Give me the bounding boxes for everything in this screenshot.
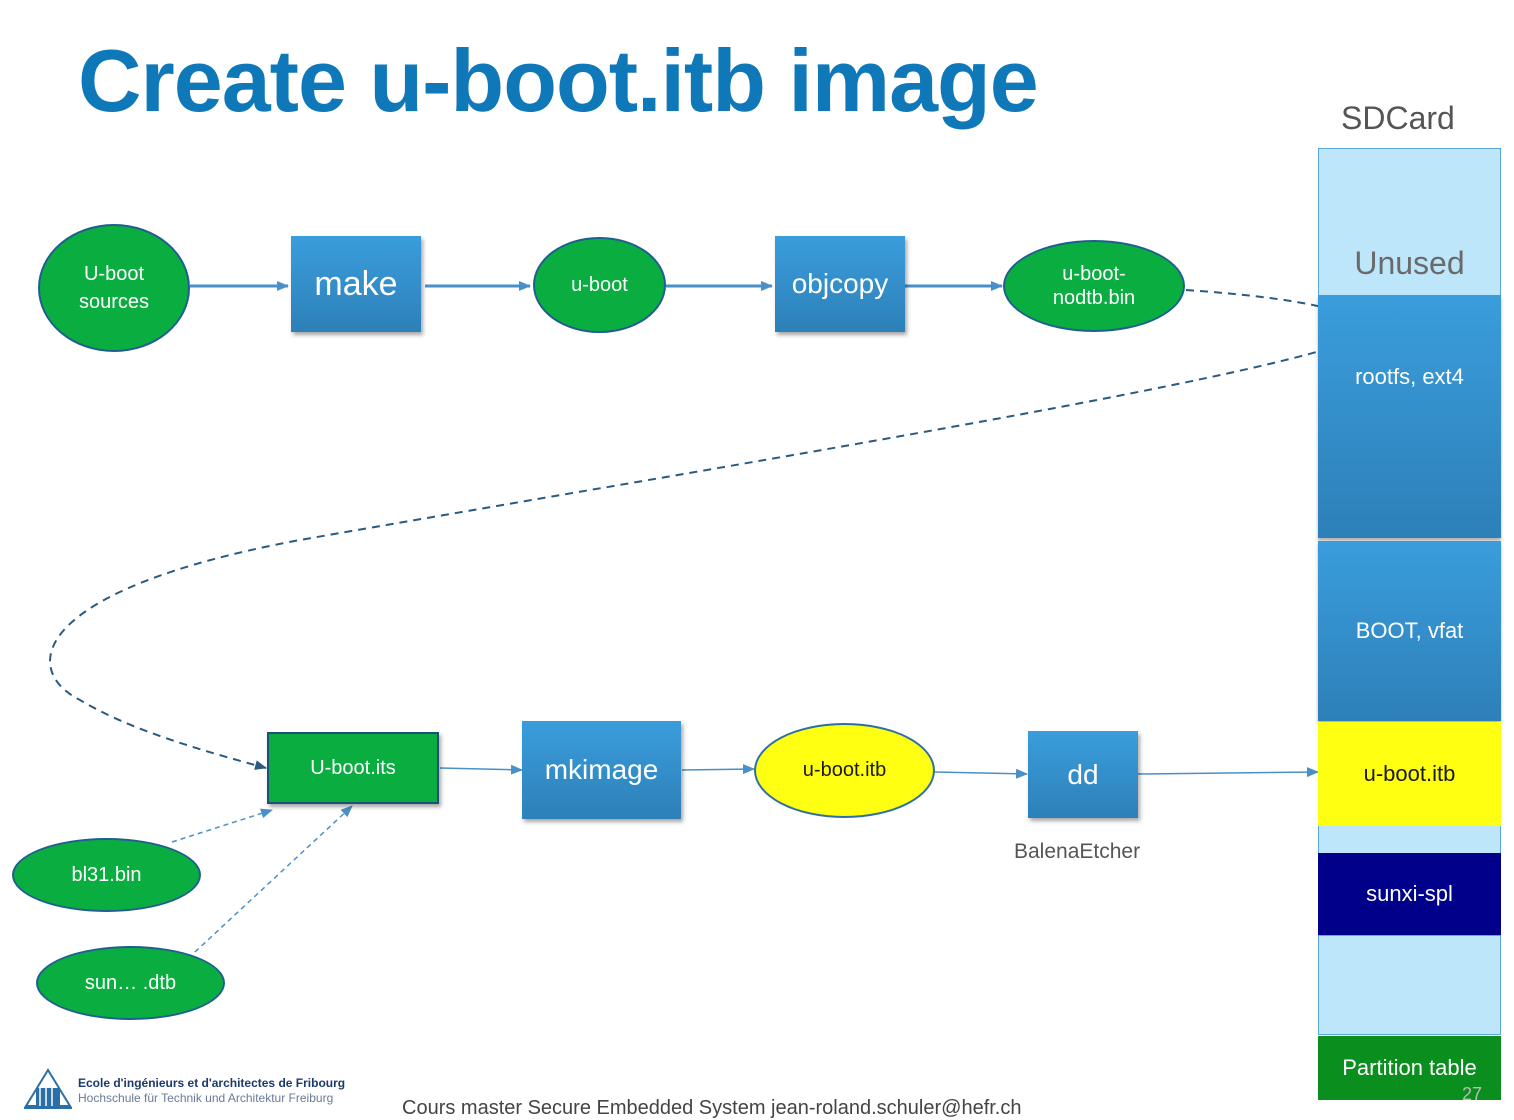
dashed-connector-nodtb-its (49, 289, 1363, 770)
uboot-label: u-boot (571, 274, 628, 296)
dtb-label: sun… .dtb (84, 972, 177, 994)
sd-itb-label: u-boot.itb (1363, 761, 1456, 786)
sdcard-label: SDCard (1341, 100, 1455, 136)
sd-itb-segment: u-boot.itb (1318, 722, 1501, 826)
sd-rootfs-segment: rootfs, ext4 (1318, 295, 1501, 538)
uboot-node: u-boot (533, 237, 666, 333)
sd-partition-label: Partition table (1342, 1055, 1477, 1080)
nodtb-node: u-boot- nodtb.bin (1003, 240, 1185, 332)
footer-course-text: Cours master Secure Embedded System jean… (402, 1097, 1022, 1119)
sd-gap-segment (1318, 826, 1501, 853)
uboot-its-label: U-boot.its (310, 756, 396, 779)
school-logo-icon (24, 1068, 72, 1109)
nodtb-line1: u-boot- (1062, 263, 1126, 285)
mkimage-label: mkimage (544, 754, 659, 785)
arrow-mkimage-itb (681, 764, 755, 775)
school-name-de: Hochschule für Technik und Architektur F… (78, 1091, 334, 1105)
dashed-arrow-bl31-its (171, 808, 273, 843)
dashed-arrow-dtb-its (194, 805, 353, 953)
dd-node: dd (1028, 731, 1138, 818)
bl31-label: bl31.bin (71, 864, 142, 886)
sd-partition-segment: Partition table (1318, 1036, 1501, 1100)
sdcard-column: Unused rootfs, ext4 BOOT, vfat u-boot.it… (1318, 148, 1501, 1100)
nodtb-line2: nodtb.bin (1052, 287, 1136, 309)
page-title: Create u-boot.itb image (78, 31, 1039, 130)
sd-unused-segment: Unused (1318, 148, 1501, 296)
objcopy-node: objcopy (775, 236, 905, 332)
sd-spl-segment: sunxi-spl (1318, 853, 1501, 935)
uboot-itb-label: u-boot.itb (802, 759, 887, 781)
sd-spl-label: sunxi-spl (1366, 881, 1453, 906)
dtb-node: sun… .dtb (36, 946, 225, 1020)
page-number: 27 (1462, 1084, 1483, 1104)
arrow-its-mkimage (439, 764, 523, 775)
uboot-its-node: U-boot.its (267, 732, 439, 804)
uboot-itb-node: u-boot.itb (754, 723, 935, 818)
make-label: make (314, 264, 398, 303)
uboot-sources-node: U-boot sources (38, 224, 190, 352)
uboot-sources-line1: U-boot (83, 263, 145, 285)
bl31-node: bl31.bin (12, 838, 201, 912)
arrow-itb-dd (933, 768, 1028, 779)
school-name-fr: Ecole d'ingénieurs et d'architectes de F… (78, 1076, 346, 1090)
sd-unused-label: Unused (1354, 244, 1465, 281)
arrow-dd-sdcard (1137, 767, 1319, 778)
mkimage-node: mkimage (522, 721, 681, 819)
uboot-sources-line2: sources (78, 291, 150, 313)
sd-boot-label: BOOT, vfat (1355, 618, 1464, 643)
make-node: make (291, 236, 421, 332)
sd-boot-segment: BOOT, vfat (1318, 541, 1501, 721)
sd-free-segment (1318, 935, 1501, 1035)
dd-label: dd (1067, 758, 1099, 790)
dd-tool-label: BalenaEtcher (1014, 840, 1141, 863)
sd-rootfs-label: rootfs, ext4 (1355, 363, 1464, 389)
objcopy-label: objcopy (791, 268, 889, 299)
